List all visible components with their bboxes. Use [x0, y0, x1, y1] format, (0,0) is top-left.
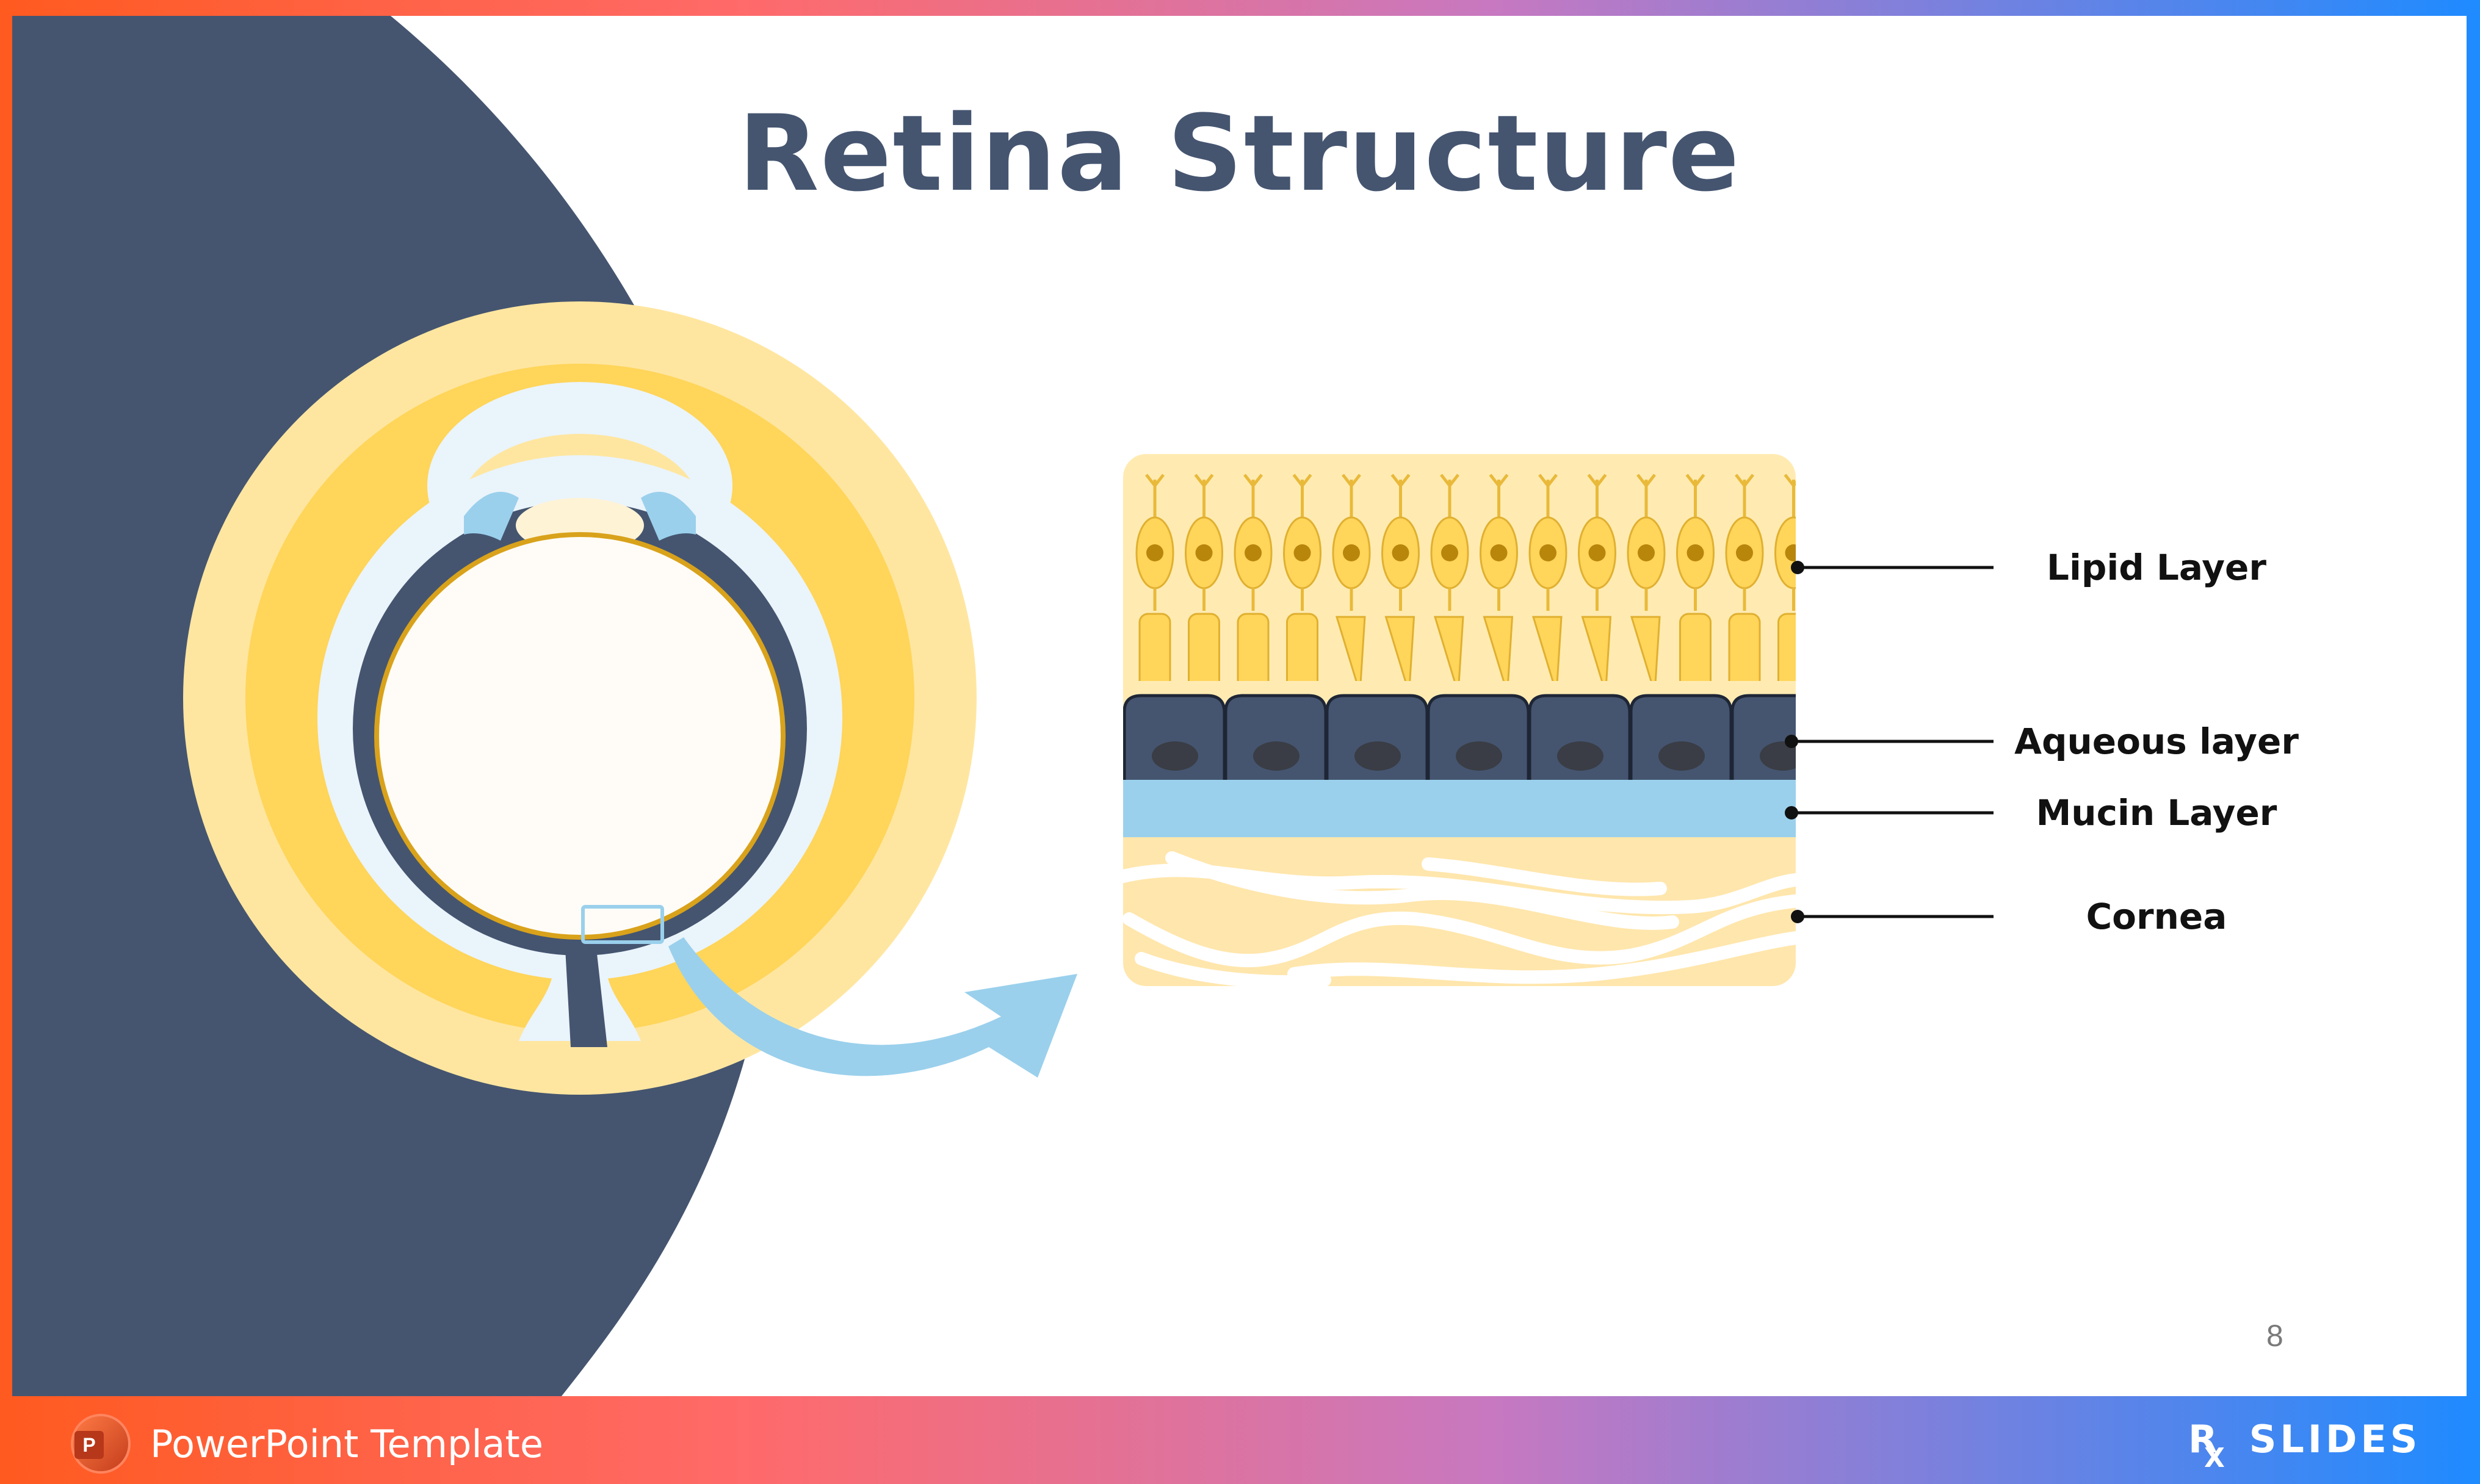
aqueous-cell [1325, 694, 1429, 796]
slide-graphics [12, 16, 1994, 1396]
slide-title: Retina Structure [738, 92, 1741, 215]
photoreceptor-cell [1528, 474, 1567, 694]
photoreceptor-cell [1332, 474, 1371, 694]
aqueous-layer-label: Aqueous layer [2014, 721, 2299, 762]
photoreceptor-cell [1185, 474, 1223, 694]
brand-text: SLIDES [2249, 1417, 2421, 1461]
photoreceptor-cell [1283, 474, 1321, 694]
aqueous-cell [1730, 694, 1796, 796]
iris-right [641, 492, 696, 541]
iris-left [464, 492, 519, 541]
optic-nerve [565, 937, 607, 1047]
photoreceptor-cell [1381, 474, 1420, 694]
mucin-layer-label: Mucin Layer [2036, 792, 2277, 834]
photoreceptor-cell [1774, 474, 1796, 694]
eye-illustration [183, 301, 1077, 1095]
photoreceptor-cell [1627, 474, 1666, 694]
photoreceptor-cell [1234, 474, 1273, 694]
powerpoint-icon-letter: P [74, 1431, 104, 1459]
photoreceptor-cell [1676, 474, 1715, 694]
rx-logo-icon: R X [2188, 1417, 2225, 1474]
footer-template-badge[interactable]: P PowerPoint Template [73, 1414, 543, 1473]
photoreceptor-cell [1480, 474, 1518, 694]
vitreous [374, 532, 786, 940]
aqueous-cells [1123, 694, 1796, 796]
powerpoint-icon: P [73, 1416, 128, 1471]
photoreceptor-cell [1430, 474, 1469, 694]
cornea-label: Cornea [2086, 896, 2227, 937]
footer-template-label: PowerPoint Template [150, 1421, 544, 1466]
slide: Retina Structure Lipid Layer Aqueous lay… [12, 16, 2467, 1396]
photoreceptor-cell [1578, 474, 1616, 694]
cornea-bg [1123, 837, 1796, 986]
mucin-band [1123, 780, 1796, 837]
layer-detail-panel [1123, 454, 1796, 986]
aqueous-cell [1629, 694, 1733, 796]
lipid-layer-label: Lipid Layer [2046, 547, 2267, 588]
photoreceptor-cells [1135, 474, 1796, 694]
rx-logo-r: R [2188, 1417, 2221, 1461]
rx-logo-x: X [2204, 1443, 2229, 1474]
aqueous-cell [1224, 694, 1328, 796]
cornea-fibers [1123, 851, 1796, 986]
aqueous-cell [1123, 694, 1226, 796]
brand-logo[interactable]: R X SLIDES [2188, 1417, 2421, 1474]
leader-lines [1785, 561, 1994, 923]
photoreceptor-cell [1135, 474, 1174, 694]
aqueous-cell [1426, 694, 1530, 796]
page-number: 8 [2266, 1319, 2283, 1353]
magnify-box [581, 905, 664, 944]
curved-arrow [668, 937, 1077, 1078]
photoreceptor-cell [1725, 474, 1764, 694]
aqueous-cell [1528, 694, 1632, 796]
